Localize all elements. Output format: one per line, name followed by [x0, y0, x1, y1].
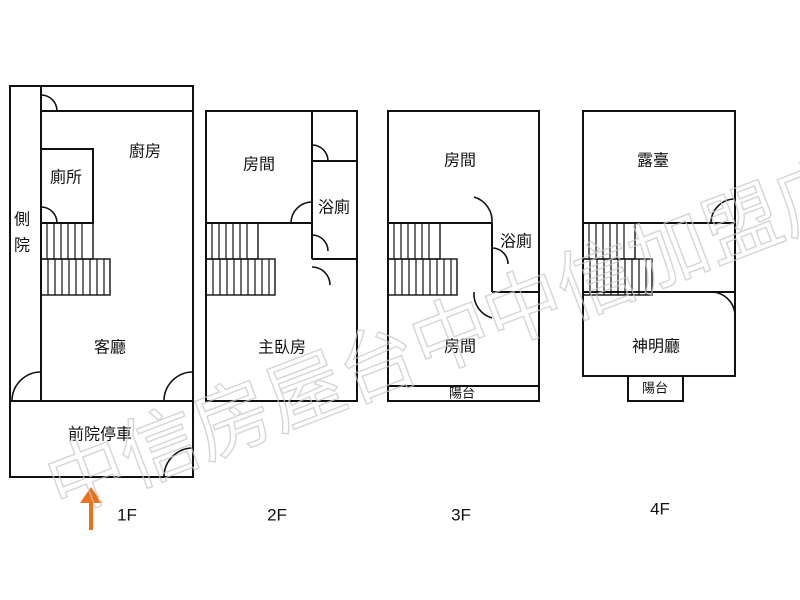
- door-arc: [163, 371, 194, 402]
- room-bottom-label: 房間: [444, 337, 476, 356]
- balcony-label: 陽台: [642, 382, 668, 397]
- floor-1-outline: [9, 85, 194, 478]
- stairs-3f: [387, 222, 458, 296]
- door-arc: [311, 144, 329, 162]
- bath-label: 浴廁: [500, 232, 532, 251]
- master-bedroom-label: 主臥房: [258, 338, 306, 357]
- watermark-text: 中信房屋台中中信加盟店: [35, 141, 800, 533]
- entrance-arrow-icon: [80, 487, 102, 530]
- door-arc: [11, 371, 42, 402]
- door-arc: [491, 247, 509, 265]
- balcony-label: 陽台: [449, 387, 475, 402]
- kitchen-label: 廚房: [129, 142, 161, 161]
- door-arc: [311, 234, 329, 252]
- door-arc: [311, 266, 331, 286]
- stairs-4f: [582, 222, 653, 296]
- door-arc: [710, 291, 736, 317]
- floor-4-plan: 露臺 神明廳 陽台: [582, 110, 736, 402]
- terrace-label: 露臺: [637, 151, 669, 170]
- room-top-label: 房間: [444, 151, 476, 170]
- floor-label-4f: 4F: [650, 499, 670, 518]
- bath-label: 浴廁: [318, 198, 350, 217]
- door-arc: [710, 198, 736, 224]
- door-arc: [163, 447, 194, 478]
- floor-label-2f: 2F: [267, 505, 287, 524]
- floor-1-plan: 廚房 廁所 側 院 客廳 前院停車: [9, 85, 194, 478]
- door-arc: [473, 196, 493, 224]
- garage-label: 前院停車: [68, 425, 132, 444]
- side-yard-label-2: 院: [14, 236, 30, 255]
- room-label: 房間: [243, 155, 275, 174]
- shrine-hall-label: 神明廳: [632, 337, 680, 356]
- stairs-2f: [205, 222, 276, 296]
- door-arc: [40, 206, 58, 224]
- floor-label-1f: 1F: [117, 505, 137, 524]
- living-room-label: 客廳: [94, 338, 126, 357]
- stairs-1f: [40, 222, 111, 296]
- floor-label-3f: 3F: [451, 505, 471, 524]
- balcony-box: [627, 375, 684, 402]
- floor-2-plan: 房間 浴廁 主臥房: [205, 110, 358, 402]
- toilet-label: 廁所: [50, 168, 82, 187]
- door-arc: [473, 291, 493, 319]
- door-arc: [40, 94, 58, 112]
- door-arc: [290, 201, 313, 224]
- side-yard-label-1: 側: [14, 210, 30, 229]
- floor-3-plan: 房間 浴廁 房間 陽台: [387, 110, 540, 402]
